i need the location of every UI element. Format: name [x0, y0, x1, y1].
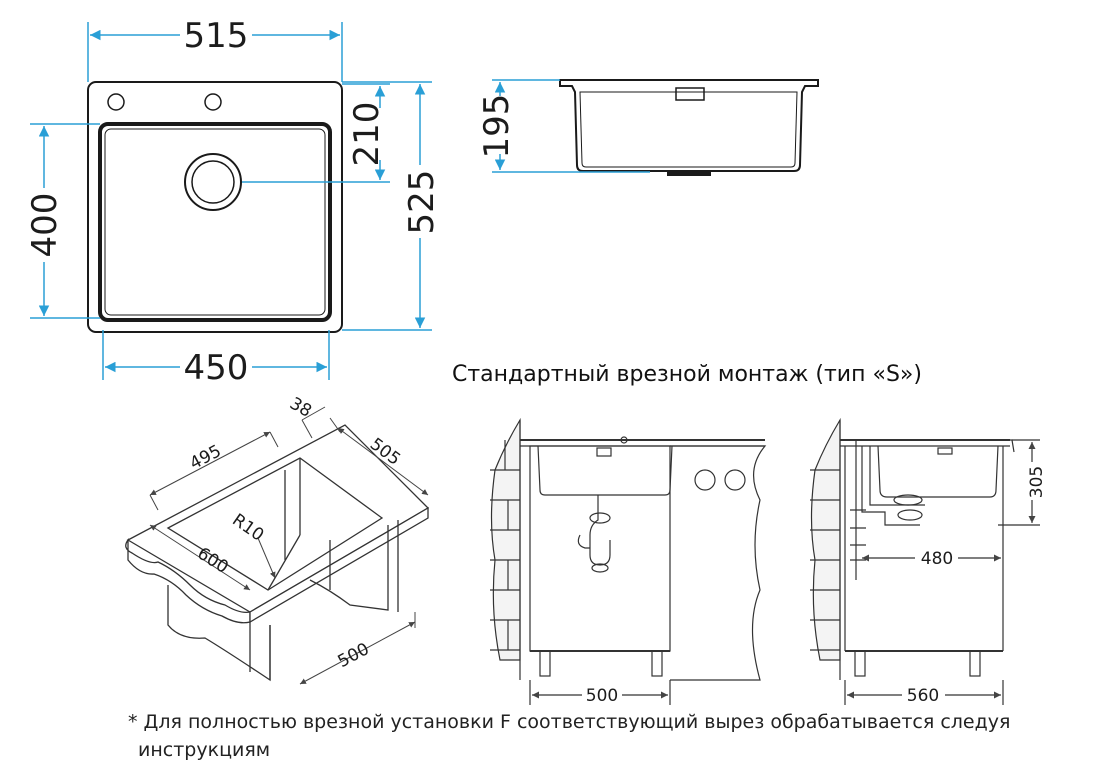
sink-section-profile [559, 79, 819, 172]
dim-500-iso: 500 [335, 639, 373, 672]
footnote-line-2: инструкциям [138, 739, 270, 761]
installation-caption: Стандартный врезной монтаж (тип «S») [452, 362, 922, 387]
dim-305: 305 [1027, 466, 1047, 498]
dim-210: 210 [347, 102, 387, 167]
tap-hole-2 [204, 93, 222, 111]
footnote-line-1: * Для полностью врезной установки F соот… [128, 711, 1010, 733]
drain-outer [184, 153, 242, 211]
sink-outer-outline [87, 81, 343, 333]
dim-525: 525 [402, 170, 442, 235]
dim-500-front: 500 [586, 686, 618, 706]
top-view: 515 450 400 525 210 [25, 16, 442, 388]
drain-inner [191, 160, 235, 204]
dim-38: 38 [286, 394, 315, 422]
sink-bowl-outline [98, 122, 332, 322]
dim-515: 515 [184, 16, 249, 56]
cabinet-side-view [810, 417, 1040, 705]
overflow-slot [675, 87, 705, 101]
dim-195: 195 [477, 94, 517, 159]
cutout-iso-view [125, 424, 430, 682]
dim-400: 400 [25, 193, 65, 258]
dim-480: 480 [921, 549, 953, 569]
dim-495: 495 [187, 441, 225, 474]
dim-450: 450 [184, 348, 249, 388]
side-view: 195 [477, 79, 819, 176]
drain-fitting [667, 171, 711, 176]
cutout-dimensions [149, 406, 429, 685]
cabinet-front-view [490, 417, 767, 705]
tap-hole-1 [107, 93, 125, 111]
dim-560: 560 [907, 686, 939, 706]
